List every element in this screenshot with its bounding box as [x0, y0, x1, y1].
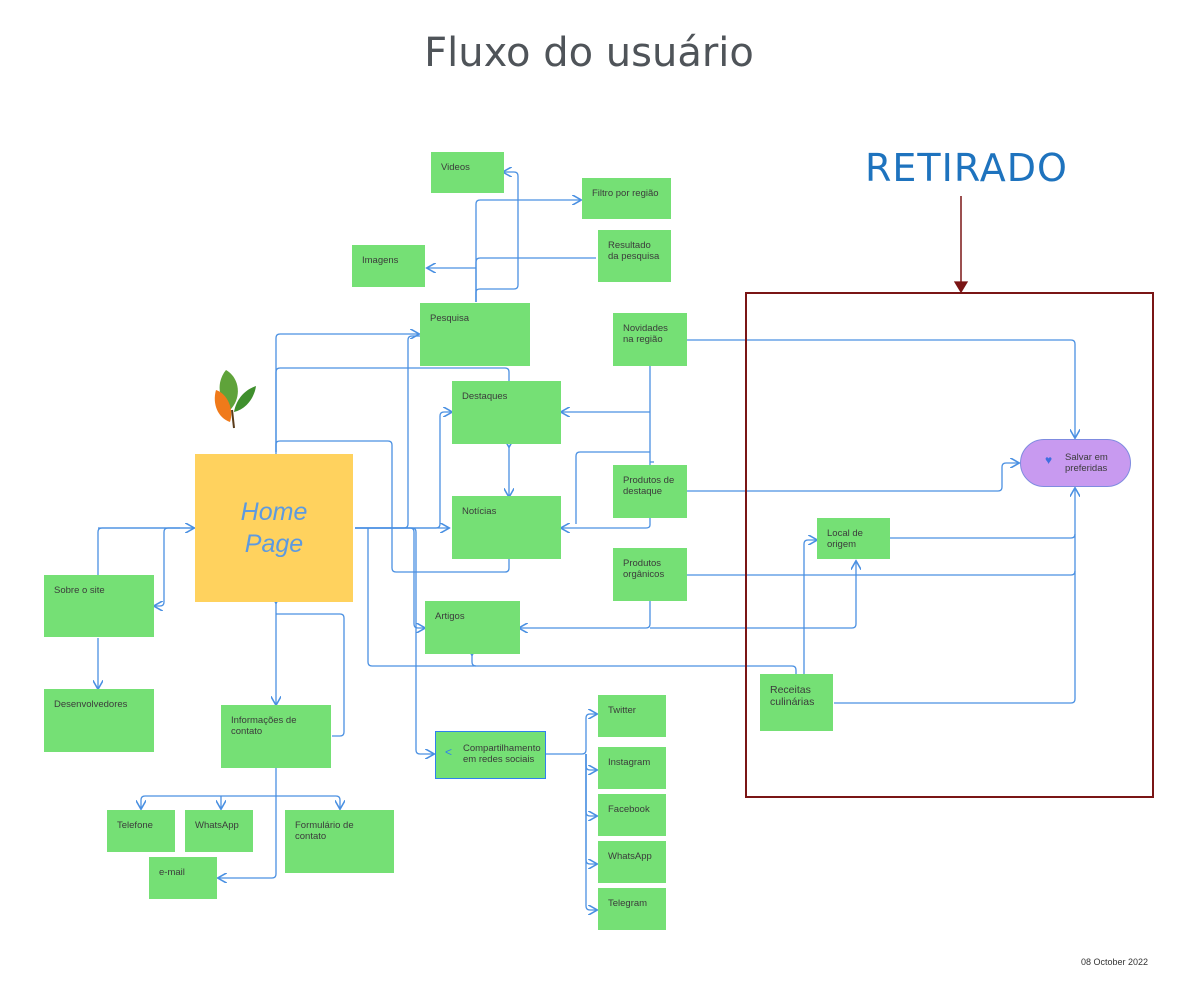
node-telegram[interactable]: Telegram — [598, 888, 666, 930]
node-formulario-contato[interactable]: Formulário de contato — [285, 810, 394, 873]
node-destaques[interactable]: Destaques — [452, 381, 561, 444]
node-twitter[interactable]: Twitter — [598, 695, 666, 737]
node-email[interactable]: e-mail — [149, 857, 217, 899]
node-filtro-regiao[interactable]: Filtro por região — [582, 178, 671, 219]
diagram-title: Fluxo do usuário — [424, 30, 754, 76]
compartilhamento-label: Compartilhamento em redes sociais — [463, 743, 541, 765]
node-desenvolvedores[interactable]: Desenvolvedores — [44, 689, 154, 752]
heart-icon: ♥ — [1045, 453, 1053, 467]
node-produtos-destaque[interactable]: Produtos de destaque — [613, 465, 687, 518]
node-novidades-regiao[interactable]: Novidades na região — [613, 313, 687, 366]
leaf-logo — [212, 364, 264, 435]
date-label: 08 October 2022 — [1081, 957, 1149, 967]
node-whatsapp-contato[interactable]: WhatsApp — [185, 810, 253, 852]
node-videos[interactable]: Videos — [431, 152, 504, 193]
node-instagram[interactable]: Instagram — [598, 747, 666, 789]
share-icon: < — [445, 745, 453, 759]
node-noticias[interactable]: Notícias — [452, 496, 561, 559]
node-informacoes-contato[interactable]: Informações de contato — [221, 705, 331, 768]
removed-section-box — [745, 292, 1154, 798]
node-compartilhamento[interactable]: < Compartilhamento em redes sociais — [435, 731, 546, 779]
node-local-origem[interactable]: Local de origem — [817, 518, 890, 559]
node-whatsapp-social[interactable]: WhatsApp — [598, 841, 666, 883]
node-salvar-preferidas[interactable]: ♥ Salvar em preferidas — [1020, 439, 1131, 487]
retirado-annotation: RETIRADO — [865, 146, 1068, 190]
node-imagens[interactable]: Imagens — [352, 245, 425, 287]
node-pesquisa[interactable]: Pesquisa — [420, 303, 530, 366]
node-resultado-pesquisa[interactable]: Resultado da pesquisa — [598, 230, 671, 282]
salvar-label: Salvar em preferidas — [1065, 452, 1108, 474]
home-line-1: Home — [240, 498, 308, 526]
node-produtos-organicos[interactable]: Produtos orgânicos — [613, 548, 687, 601]
home-line-2: Page — [244, 530, 304, 558]
node-telefone[interactable]: Telefone — [107, 810, 175, 852]
node-facebook[interactable]: Facebook — [598, 794, 666, 836]
node-receitas-culinarias[interactable]: Receitas culinárias — [760, 674, 833, 731]
node-sobre-site[interactable]: Sobre o site — [44, 575, 154, 637]
node-artigos[interactable]: Artigos — [425, 601, 520, 654]
